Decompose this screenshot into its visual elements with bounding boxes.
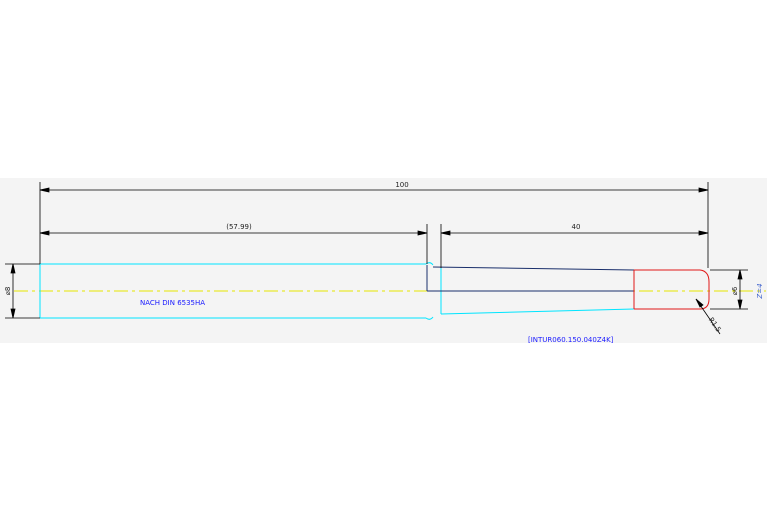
dimension-shank-diameter-label: ⌀8 — [4, 287, 12, 296]
dimension-shank-diameter — [5, 263, 40, 319]
dimension-tip — [440, 224, 709, 268]
shank-outline — [39, 262, 635, 320]
dimension-tip-radius — [695, 298, 721, 335]
dimension-overall-label: 100 — [395, 181, 408, 189]
dimension-shank-label: (57.99) — [226, 223, 252, 231]
part-number-note: [INTUR060.150.040Z4K] — [528, 336, 614, 344]
dimension-tip-diameter-label: ⌀6 — [731, 286, 739, 295]
dimension-overall — [39, 182, 709, 268]
teeth-count-label: Z=4 — [756, 283, 764, 299]
tip-outline — [633, 269, 710, 310]
standard-note: NACH DIN 6535HA — [140, 299, 205, 307]
drawing-band — [0, 178, 767, 343]
dimension-tip-label: 40 — [572, 223, 581, 231]
dimension-tip-diameter — [710, 269, 748, 310]
dimension-shank — [39, 224, 428, 264]
